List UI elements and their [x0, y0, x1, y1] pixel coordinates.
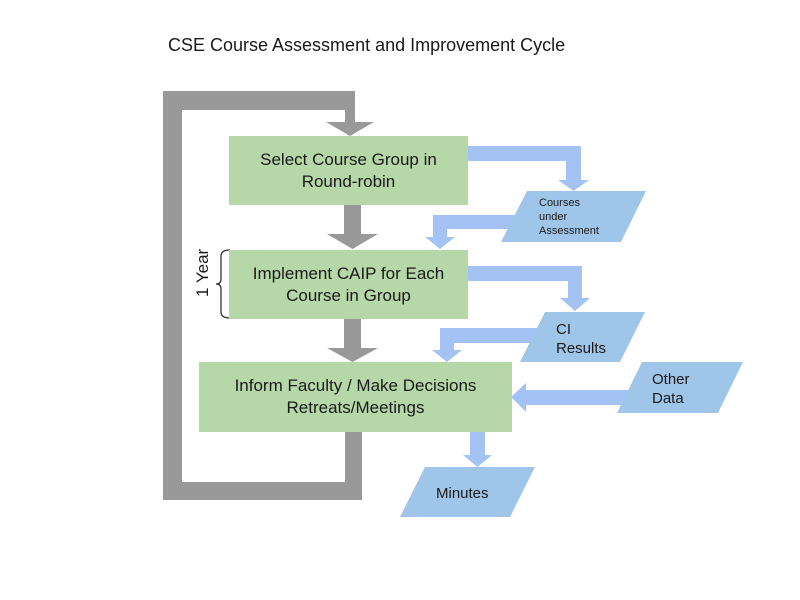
feedback-loop-arrow — [163, 91, 374, 500]
other-data-shape — [617, 362, 743, 413]
step2-to-step3-arrow — [327, 319, 378, 362]
step2-to-ci-results-arrow — [468, 266, 590, 311]
step3-to-minutes-arrow — [463, 432, 492, 467]
step-label-line: Select Course Group in — [260, 149, 437, 169]
other-data-to-step3-arrow — [511, 383, 630, 412]
diagram-title: CSE Course Assessment and Improvement Cy… — [168, 35, 566, 55]
other-data-label: Other Data — [652, 371, 690, 407]
step1-to-step2-arrow — [327, 205, 378, 249]
step-label-line: Inform Faculty / Make Decisions — [234, 376, 477, 395]
ci-results-label: CI Results — [556, 321, 607, 357]
step-label-line: Course in Group — [286, 285, 411, 305]
step-label-line: Round-robin — [301, 171, 396, 191]
minutes-label: Minutes — [436, 485, 489, 502]
one-year-bracket — [215, 249, 231, 319]
courses-under-assessment-shape — [501, 191, 646, 242]
ci-results-shape — [520, 312, 645, 362]
ci-results-to-step3-arrow — [432, 328, 545, 362]
step-label-line: Implement CAIP for Each — [252, 263, 445, 283]
courses-under-assessment-label: Courses under Assessment — [539, 197, 599, 237]
duration-label: 1 Year — [193, 248, 212, 297]
minutes-shape — [400, 467, 535, 517]
courses-to-step2-arrow — [425, 215, 517, 249]
step1-to-courses-arrow — [468, 146, 589, 191]
step-label-line: Retreats/Meetings — [286, 398, 425, 417]
